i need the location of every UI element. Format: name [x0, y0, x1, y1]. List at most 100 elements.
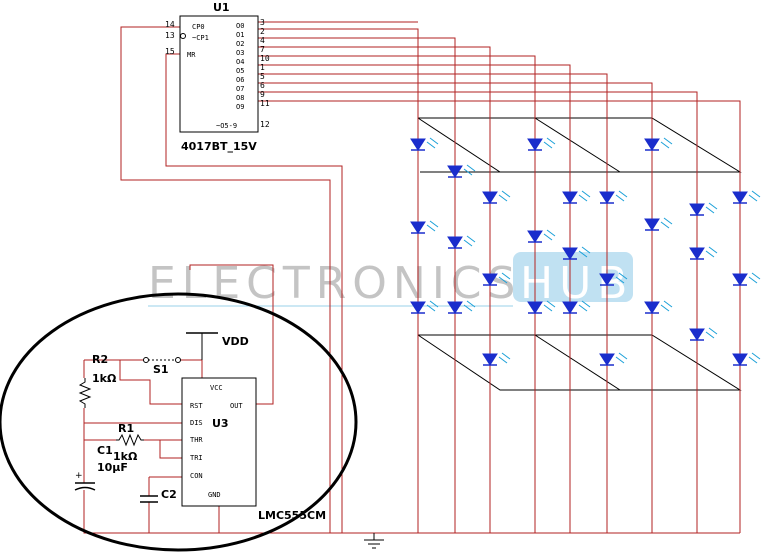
u1-body [179, 15, 259, 133]
clock-wire [120, 26, 331, 533]
out-wire [189, 264, 274, 405]
led-16 [644, 217, 673, 231]
u1-pin14-num: 14 [165, 20, 175, 29]
led-5 [562, 190, 591, 204]
led-22 [527, 300, 556, 314]
u1-output-wire [258, 55, 536, 533]
u1-output-wire [258, 37, 456, 533]
c2-ref: C2 [161, 488, 177, 501]
tri-wire [159, 440, 182, 459]
u3-part: LMC555CM [258, 509, 326, 522]
r1-value: 1kΩ [113, 450, 138, 463]
s1-contact-a [143, 357, 149, 363]
u1-output-name: O4 [236, 58, 244, 66]
u3-pin-dis: DIS [190, 419, 203, 427]
u1-output-wire [258, 100, 741, 533]
u1-output-num: 9 [260, 90, 265, 99]
u1-output-wire [258, 28, 419, 533]
u1-part: 4017BT_15V [181, 140, 257, 153]
led-18 [732, 272, 761, 286]
bottom-layer-outline [417, 334, 742, 391]
led-8 [689, 202, 718, 216]
top-layer-divider [534, 117, 621, 173]
u1-pin13-name: ~CP1 [192, 34, 209, 42]
led-group [410, 137, 761, 366]
led-2 [447, 164, 476, 178]
u3-pin-thr: THR [190, 436, 203, 444]
reset-wire [165, 53, 343, 533]
u3-pin-con: CON [190, 472, 203, 480]
led-20 [447, 300, 476, 314]
led-9 [732, 190, 761, 204]
u3-pin-tri: TRI [190, 454, 203, 462]
bottom-layer-divider [534, 334, 621, 391]
led-14 [562, 246, 591, 260]
c1-polarity: + [75, 471, 83, 481]
u1-output-wire [258, 73, 608, 533]
u3-pin-gnd: GND [208, 491, 221, 499]
u1-output-name: O6 [236, 76, 244, 84]
u1-output-num: 6 [260, 81, 265, 90]
u1-output-num: 5 [260, 72, 265, 81]
led-15 [599, 272, 628, 286]
ground-symbol [364, 533, 384, 549]
u1-output-wire [258, 46, 491, 533]
u1-carry-name: ~O5-9 [216, 122, 237, 130]
u3-refdes: U3 [212, 417, 229, 430]
led-24 [599, 352, 628, 366]
s1-label: S1 [153, 363, 169, 376]
u1-output-name: O9 [236, 103, 244, 111]
r1-symbol [116, 433, 144, 447]
watermark-text-left: ELECTRONICS [148, 258, 521, 309]
r2-ref: R2 [92, 353, 108, 366]
led-4 [527, 137, 556, 151]
led-3 [482, 190, 511, 204]
led-21 [482, 352, 511, 366]
rst-wire [119, 360, 182, 405]
led-26 [689, 327, 718, 341]
u1-output-num: 3 [260, 18, 265, 27]
watermark-text-right: HUB [520, 258, 633, 309]
u1-output-name: O2 [236, 40, 244, 48]
u1-pin15-name: MR [187, 51, 196, 59]
u1-output-num: 10 [260, 54, 270, 63]
c1-ref: C1 [97, 444, 113, 457]
ground-bus [83, 490, 374, 534]
led-27 [732, 352, 761, 366]
u1-output-name: O3 [236, 49, 244, 57]
u1-pin14-name: CP0 [192, 23, 205, 31]
u1-output-name: O8 [236, 94, 244, 102]
r1-ref: R1 [118, 422, 134, 435]
u1-output-name: O1 [236, 31, 244, 39]
u1-output-num: 2 [260, 27, 265, 36]
u3-body [181, 377, 257, 507]
u1-carry-num: 12 [260, 120, 270, 129]
u1-output-wire [258, 64, 571, 533]
u1-pin15-num: 15 [165, 47, 175, 56]
u3-pin-rst: RST [190, 402, 203, 410]
led-1 [410, 137, 439, 151]
vdd-label: VDD [222, 335, 249, 348]
u1-output-num: 1 [260, 63, 265, 72]
u1-pin13-num: 13 [165, 31, 175, 40]
u3-pin-vcc: VCC [210, 384, 223, 392]
u1-output-name: O0 [236, 22, 244, 30]
c1-value: 10µF [97, 461, 128, 474]
u1-output-wire [258, 82, 653, 533]
timer-section: U3 LMC555CM VCC OUT RST DIS THR TRI CON … [0, 292, 384, 552]
u3-pin-out: OUT [230, 402, 243, 410]
c1-plate-bottom [74, 486, 96, 491]
led-23 [562, 300, 591, 314]
u1-output-num: 4 [260, 36, 265, 45]
led-25 [644, 300, 673, 314]
top-layer-outline [417, 117, 742, 173]
s1-contact-b [175, 357, 181, 363]
u1-refdes: U1 [213, 1, 230, 14]
led-13 [527, 229, 556, 243]
u1-output-name: O7 [236, 85, 244, 93]
watermark: ELECTRONICS HUB [148, 252, 633, 309]
r2-bottom-wire [83, 408, 116, 441]
